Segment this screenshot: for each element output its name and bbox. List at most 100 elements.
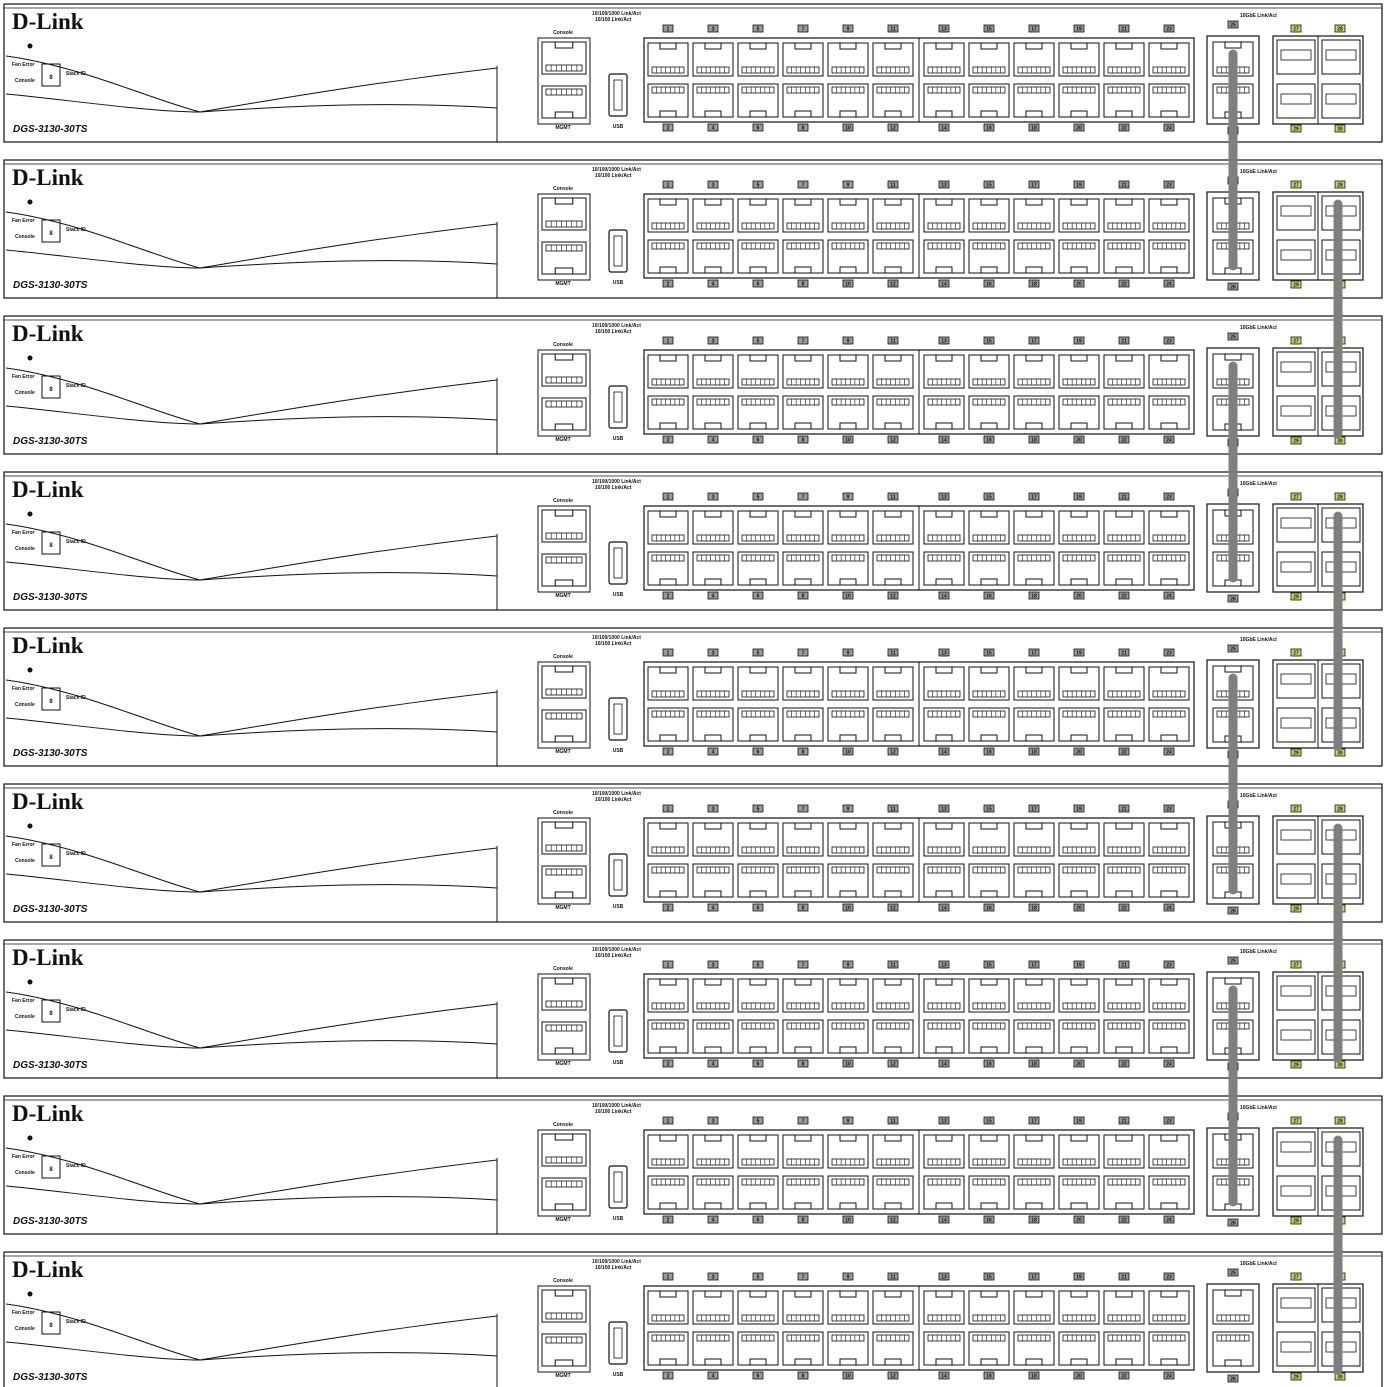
- sfp-port-number-top: 27: [1293, 1275, 1299, 1281]
- sfp-port-number-top-box: [1290, 804, 1302, 813]
- port-latch: [980, 354, 998, 362]
- port-pins: [786, 1334, 820, 1342]
- port-pins: [786, 1314, 820, 1322]
- rj45-port: [1148, 83, 1190, 118]
- usb-port: [608, 1321, 628, 1365]
- port-latch: [794, 1358, 812, 1366]
- port-latch: [839, 422, 857, 430]
- port-pins: [696, 1002, 730, 1010]
- port-number-bottom-box: [938, 1215, 950, 1224]
- port-number-bottom: 12: [890, 750, 896, 756]
- usb-port-inner: [613, 79, 623, 111]
- port-latch: [554, 1289, 574, 1297]
- port-pins: [786, 86, 820, 94]
- port-number-bottom: 20: [1076, 1374, 1082, 1380]
- swoosh-curve-1: [5, 367, 498, 425]
- port-pins: [651, 554, 685, 562]
- port-number-top-box: [752, 960, 764, 969]
- port-number-top: 23: [1166, 495, 1172, 501]
- port-number-bottom: 2: [667, 1218, 670, 1224]
- port-latch: [554, 579, 574, 587]
- rj45-port: [827, 198, 869, 233]
- port-latch: [659, 266, 677, 274]
- sfp-port-number-bottom: 30: [1337, 1063, 1343, 1069]
- port-pins: [1017, 242, 1051, 250]
- port-latch: [1115, 42, 1133, 50]
- rj45-port: [1148, 239, 1190, 274]
- port-latch: [554, 509, 574, 517]
- port-pins: [831, 398, 865, 406]
- swoosh-curve-1: [5, 679, 498, 737]
- port-pins: [972, 222, 1006, 230]
- stacking-cables: [1228, 49, 1343, 1375]
- port-number-bottom: 6: [757, 282, 760, 288]
- port-number-top-box: [1118, 804, 1130, 813]
- sfp-port-number-top-box: [1334, 1116, 1346, 1125]
- rj45-port: [1103, 978, 1145, 1013]
- port-number-top: 5: [757, 183, 760, 189]
- port-latch: [1115, 578, 1133, 586]
- sfp-cage: [1276, 507, 1316, 543]
- port-pins: [696, 690, 730, 698]
- port-number-bottom-box: [1118, 591, 1130, 600]
- port-latch: [884, 1046, 902, 1054]
- port-latch: [935, 266, 953, 274]
- port-pins: [927, 378, 961, 386]
- port-number-bottom-box: [842, 1371, 854, 1380]
- port-pins: [1017, 1314, 1051, 1322]
- port-latch: [1160, 266, 1178, 274]
- stack-id-display: [41, 531, 61, 555]
- rj45-port: [923, 863, 965, 898]
- port-number-bottom-box: [752, 903, 764, 912]
- port-number-top: 11: [890, 339, 896, 345]
- port-latch: [659, 1202, 677, 1210]
- port-number-bottom: 18: [1031, 282, 1037, 288]
- console-led-label: Console: [15, 234, 35, 240]
- rj45-port: [872, 83, 914, 118]
- rj45-port: [541, 509, 587, 543]
- led-legend-1: 10/100/1000 Link/Act: [592, 791, 641, 797]
- rj45-port: [872, 42, 914, 77]
- rj45-port: [872, 1134, 914, 1169]
- port-latch: [980, 1202, 998, 1210]
- rj45-port: [827, 1134, 869, 1169]
- usb-port-inner: [613, 1015, 623, 1047]
- swoosh-curve-2: [5, 561, 498, 581]
- port-number-top: 7: [802, 1275, 805, 1281]
- rj45-port: [923, 707, 965, 742]
- port-latch: [980, 666, 998, 674]
- sfp-port-number-bottom: 30: [1337, 751, 1343, 757]
- power-led: [27, 199, 33, 205]
- port-number-bottom-box: [797, 747, 809, 756]
- rj45-port: [1013, 707, 1055, 742]
- port-pins: [1107, 554, 1141, 562]
- port-latch: [839, 1046, 857, 1054]
- mgmt-label: MGMT: [555, 437, 570, 443]
- power-led: [27, 355, 33, 361]
- port-number-bottom-box: [887, 1215, 899, 1224]
- port-number-top: 19: [1076, 807, 1082, 813]
- port-pins: [927, 222, 961, 230]
- port-frame: [1058, 395, 1100, 430]
- sfp-port-number-bottom: 29: [1293, 751, 1299, 757]
- port-latch: [935, 198, 953, 206]
- rj45-port: [737, 1175, 779, 1210]
- led-legend-1: 10/100/1000 Link/Act: [592, 323, 641, 329]
- port-number-bottom: 14: [941, 1374, 947, 1380]
- port-number-bottom: 22: [1121, 1374, 1127, 1380]
- port-latch: [1160, 666, 1178, 674]
- sfp-port-number-top: 27: [1293, 651, 1299, 657]
- port-pins: [1107, 398, 1141, 406]
- port-latch: [1070, 1134, 1088, 1142]
- rj45-port: [541, 821, 587, 855]
- rj45-port: [827, 395, 869, 430]
- led-legend-2: 10/100 Link/Act: [595, 953, 632, 959]
- port-pins: [1062, 690, 1096, 698]
- usb-label: USB: [613, 904, 624, 910]
- port-number-top: 1: [667, 651, 670, 657]
- rj45-port: [968, 1019, 1010, 1054]
- port-latch: [1070, 978, 1088, 986]
- port-latch: [935, 1202, 953, 1210]
- rj45-port: [692, 42, 734, 77]
- stack-id-digit: 8: [49, 1323, 53, 1329]
